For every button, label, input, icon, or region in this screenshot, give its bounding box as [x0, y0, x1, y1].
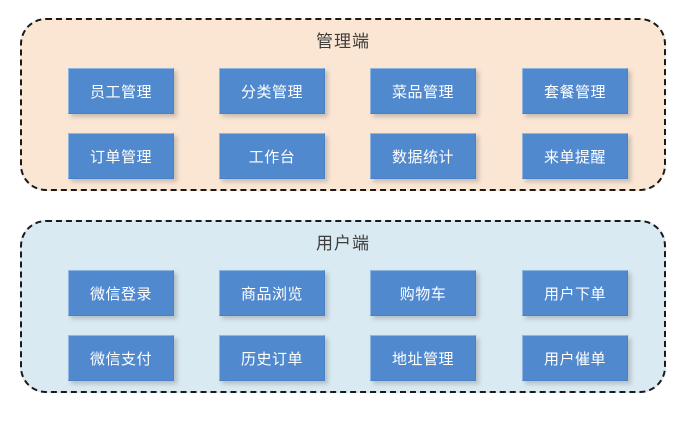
node-label: 地址管理 [391, 349, 454, 368]
node-label: 微信支付 [89, 349, 152, 368]
panel-admin-row-1: 员工管理 分类管理 菜品管理 套餐管理 [68, 68, 629, 114]
node-label: 用户下单 [543, 284, 606, 303]
node-label: 历史订单 [240, 349, 303, 368]
node-wechat-pay[interactable]: 微信支付 [68, 335, 174, 381]
node-user-place-order[interactable]: 用户下单 [522, 270, 628, 316]
panel-user-title: 用户端 [316, 234, 370, 254]
node-label: 订单管理 [89, 147, 152, 166]
panel-user-row-2: 微信支付 历史订单 地址管理 用户催单 [68, 335, 629, 381]
node-label: 商品浏览 [240, 284, 303, 303]
node-employee-management[interactable]: 员工管理 [68, 68, 174, 114]
node-label: 来单提醒 [543, 147, 606, 166]
panel-admin-node-grid: 员工管理 分类管理 菜品管理 套餐管理 订单管理 工作台 [68, 68, 629, 179]
panel-admin: 管理端 员工管理 分类管理 菜品管理 套餐管理 订单管理 [20, 18, 666, 191]
node-combo-management[interactable]: 套餐管理 [522, 68, 628, 114]
panel-user: 用户端 微信登录 商品浏览 购物车 用户下单 微信支付 [20, 220, 666, 393]
node-workbench[interactable]: 工作台 [219, 133, 325, 179]
node-order-alert[interactable]: 来单提醒 [522, 133, 628, 179]
node-label: 用户催单 [543, 349, 606, 368]
node-data-statistics[interactable]: 数据统计 [370, 133, 476, 179]
node-address-management[interactable]: 地址管理 [370, 335, 476, 381]
panel-admin-title: 管理端 [316, 32, 370, 52]
node-label: 分类管理 [240, 82, 303, 101]
node-label: 套餐管理 [543, 82, 606, 101]
node-category-management[interactable]: 分类管理 [219, 68, 325, 114]
node-label: 员工管理 [89, 82, 152, 101]
node-label: 工作台 [248, 147, 296, 166]
node-label: 数据统计 [391, 147, 454, 166]
node-order-history[interactable]: 历史订单 [219, 335, 325, 381]
node-label: 微信登录 [89, 284, 152, 303]
node-wechat-login[interactable]: 微信登录 [68, 270, 174, 316]
node-label: 购物车 [399, 284, 447, 303]
node-shopping-cart[interactable]: 购物车 [370, 270, 476, 316]
panel-admin-row-2: 订单管理 工作台 数据统计 来单提醒 [68, 133, 629, 179]
node-dish-management[interactable]: 菜品管理 [370, 68, 476, 114]
node-user-order-reminder[interactable]: 用户催单 [522, 335, 628, 381]
panel-user-row-1: 微信登录 商品浏览 购物车 用户下单 [68, 270, 629, 316]
node-label: 菜品管理 [391, 82, 454, 101]
node-order-management[interactable]: 订单管理 [68, 133, 174, 179]
node-product-browse[interactable]: 商品浏览 [219, 270, 325, 316]
panel-user-node-grid: 微信登录 商品浏览 购物车 用户下单 微信支付 历史订单 [68, 270, 629, 381]
